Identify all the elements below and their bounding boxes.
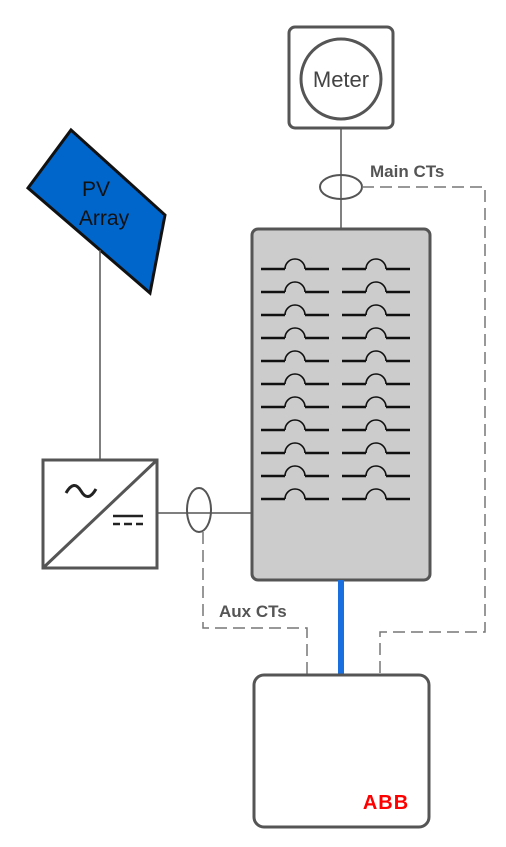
pv-label-line2: Array — [79, 207, 130, 230]
aux-ct-label: Aux CTs — [219, 602, 287, 621]
breaker-symbol — [342, 258, 410, 271]
abb-unit: ABB — [252, 673, 431, 829]
breaker-arc — [365, 281, 387, 293]
meter: Meter — [287, 25, 395, 130]
breaker-arc — [365, 327, 387, 339]
breaker-arc — [284, 304, 306, 316]
pv-array: PV Array — [25, 127, 167, 296]
main-ct-lead — [362, 186, 486, 676]
meter-label: Meter — [313, 67, 369, 92]
breaker-symbol — [342, 488, 410, 501]
breaker-arc — [365, 373, 387, 385]
breaker-symbol — [261, 281, 329, 294]
breaker-arc — [365, 304, 387, 316]
breaker-symbol — [261, 327, 329, 340]
main-ct-label: Main CTs — [370, 162, 444, 181]
pv-label-line1: PV — [82, 178, 110, 201]
breaker-arc — [284, 465, 306, 477]
breaker-arc — [284, 281, 306, 293]
breaker-symbol — [261, 419, 329, 432]
breaker-symbol — [342, 373, 410, 386]
inverter — [41, 458, 159, 570]
breaker-symbol — [261, 396, 329, 409]
breaker-symbol — [342, 281, 410, 294]
breaker-arc — [365, 350, 387, 362]
breaker-arc — [284, 327, 306, 339]
breaker-symbol — [261, 373, 329, 386]
breaker-array — [261, 258, 410, 501]
breaker-symbol — [261, 304, 329, 317]
breaker-symbol — [342, 442, 410, 455]
breaker-arc — [284, 442, 306, 454]
breaker-symbol — [342, 465, 410, 478]
breaker-arc — [284, 396, 306, 408]
abb-logo: ABB — [363, 792, 409, 814]
aux-ct-oval — [186, 487, 212, 533]
breaker-symbol — [342, 327, 410, 340]
breaker-symbol — [342, 350, 410, 363]
breaker-arc — [365, 419, 387, 431]
breaker-arc — [365, 442, 387, 454]
breaker-arc — [365, 465, 387, 477]
breaker-arc — [284, 419, 306, 431]
breaker-symbol — [261, 442, 329, 455]
breaker-symbol — [261, 465, 329, 478]
breaker-symbol — [342, 419, 410, 432]
breaker-arc — [365, 258, 387, 270]
breaker-arc — [284, 373, 306, 385]
abb-unit-box — [252, 673, 431, 829]
ac-wave-icon — [64, 484, 98, 498]
breaker-arc — [284, 350, 306, 362]
breaker-arc — [284, 488, 306, 500]
breaker-symbol — [261, 258, 329, 271]
breaker-arc — [365, 396, 387, 408]
pv-array-shape — [25, 127, 167, 296]
breaker-symbol — [342, 396, 410, 409]
breaker-arc — [284, 258, 306, 270]
breaker-symbol — [342, 304, 410, 317]
breaker-panel — [250, 227, 432, 582]
inverter-diagonal — [41, 458, 159, 570]
aux-ct-lead — [202, 532, 308, 676]
breaker-arc — [365, 488, 387, 500]
breaker-symbol — [261, 350, 329, 363]
breaker-symbol — [261, 488, 329, 501]
meter-dial — [299, 37, 383, 121]
